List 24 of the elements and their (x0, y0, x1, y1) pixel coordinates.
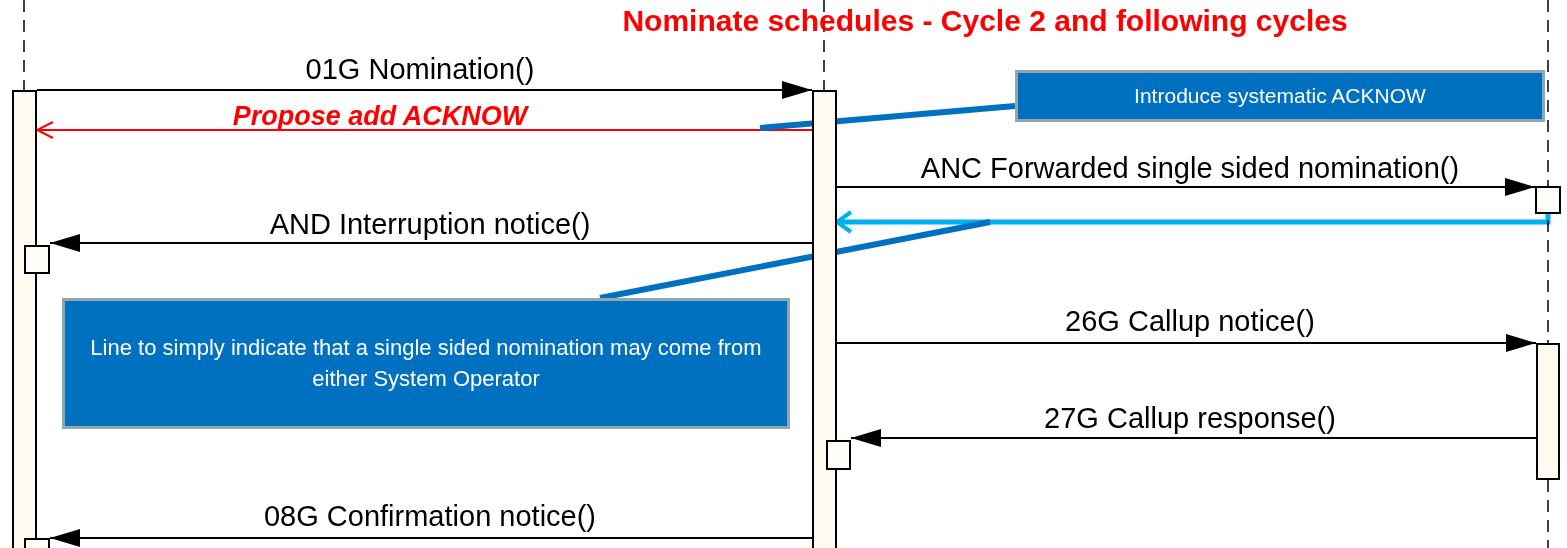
message-label: 26G Callup notice() (1065, 307, 1315, 336)
message-label: AND Interruption notice() (269, 210, 591, 239)
leader-line (759, 103, 1016, 131)
diagram-title: Nominate schedules - Cycle 2 and following cycles (622, 4, 1348, 38)
message-arrow (836, 178, 1536, 196)
activation-box (826, 440, 851, 470)
message-label: 08G Confirmation notice() (264, 502, 596, 531)
activation-box (1535, 186, 1561, 214)
message-arrow (36, 121, 813, 139)
message-arrow (850, 429, 1537, 447)
callout-box: Line to simply indicate that a single sided nomination may come from either System Operator (62, 298, 790, 429)
callout-box: Introduce systematic ACKNOW (1015, 70, 1545, 122)
message-label: ANC Forwarded single sided nomination() (920, 154, 1460, 183)
activation-bar (812, 90, 837, 548)
activation-box (24, 245, 50, 274)
message-label: 27G Callup response() (1044, 404, 1336, 433)
message-label: 01G Nomination() (305, 55, 535, 84)
message-arrow (49, 529, 813, 547)
message-arrow (49, 234, 813, 252)
message-label: Propose add ACKNOW (232, 103, 528, 130)
activation-bar (1536, 343, 1560, 480)
message-arrow (36, 81, 813, 99)
activation-bar (12, 90, 37, 548)
message-arrow (836, 334, 1537, 352)
